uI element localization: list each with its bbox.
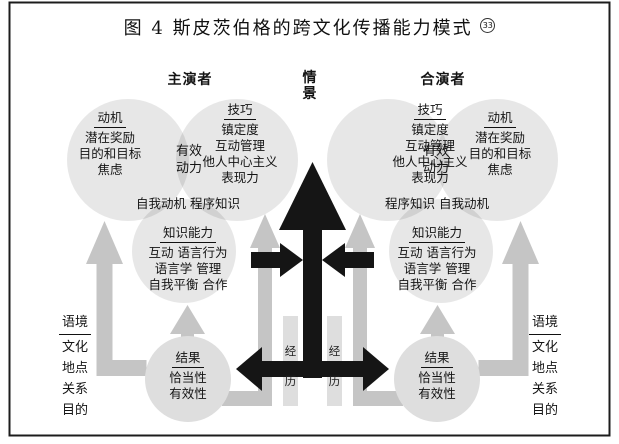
context-arrow-shaft-left: [96, 258, 113, 376]
inward-arrow-shaft-right: [345, 252, 374, 268]
knowledge-label-right: 知识能力 互动 语言行为 语言学 管理 自我平衡 合作: [375, 225, 499, 293]
outcome-circle-right: [394, 336, 480, 422]
skills-title-left: 技巧: [224, 102, 256, 120]
context-label-left: 语境 文化 地点 关系 目的: [46, 312, 104, 421]
venn-circle-skills-right: [327, 99, 449, 221]
feedback-arrowhead-right: [345, 214, 375, 248]
context-arrowhead-right: [502, 221, 539, 264]
feedback-arrow-elbow-right: [353, 391, 403, 406]
skills-label-left: 技巧 镇定度 互动管理 他人中心主义 表现力: [176, 102, 304, 186]
skills-items-right: 镇定度 互动管理 他人中心主义 表现力: [392, 122, 468, 185]
situation-label: 情 景: [302, 70, 317, 102]
context-arrowhead-left: [86, 221, 123, 264]
context-items-left: 文化 地点 关系 目的: [61, 340, 88, 418]
experience-label-left: 经 历: [284, 344, 297, 388]
effective-drive-label-right: 有效 动力: [422, 144, 449, 176]
motivation-label-left: 动机 潜在奖励 目的和目标 焦虑: [58, 110, 162, 178]
skills-title-right: 技巧: [414, 102, 446, 120]
outcome-up-arrowhead-right: [420, 305, 455, 334]
figure-title: 图 4 斯皮茨伯格的跨文化传播能力模式: [123, 18, 473, 39]
outcome-up-arrowhead-left: [170, 305, 205, 334]
outcome-title-left: 结果: [172, 350, 204, 368]
feedback-arrow-elbow-left: [222, 391, 272, 406]
skills-items-left: 镇定度 互动管理 他人中心主义 表现力: [202, 122, 278, 185]
knowledge-title-left: 知识能力: [159, 225, 216, 243]
outcome-items-left: 恰当性 有效性: [169, 370, 207, 401]
co-actor-header: 合演者: [420, 72, 466, 88]
venn-circle-knowledge-right: [389, 199, 493, 303]
figure-title-row: 图 4 斯皮茨伯格的跨文化传播能力模式 33: [0, 14, 619, 40]
motivation-label-right: 动机 潜在奖励 目的和目标 焦虑: [448, 110, 552, 178]
knowledge-label-left: 知识能力 互动 语言行为 语言学 管理 自我平衡 合作: [126, 225, 250, 293]
knowledge-items-left: 互动 语言行为 语言学 管理 自我平衡 合作: [148, 245, 228, 292]
overlap-label-main: 自我动机 程序知识: [136, 196, 240, 211]
venn-circle-knowledge-left: [132, 199, 236, 303]
feedback-arrowhead-left: [250, 214, 280, 248]
outcome-label-left: 结果 恰当性 有效性: [140, 350, 236, 402]
outcome-title-right: 结果: [421, 350, 453, 368]
context-items-right: 文化 地点 关系 目的: [531, 340, 558, 418]
knowledge-title-right: 知识能力: [408, 225, 465, 243]
context-title-right: 语境: [528, 312, 561, 335]
outcome-items-right: 恰当性 有效性: [418, 370, 456, 401]
motivation-items-right: 潜在奖励 目的和目标 焦虑: [468, 130, 532, 177]
motivation-items-left: 潜在奖励 目的和目标 焦虑: [78, 130, 142, 177]
venn-circle-motivation-right: [436, 99, 558, 221]
footnote-marker: 33: [480, 18, 496, 33]
outcome-label-right: 结果 恰当性 有效性: [389, 350, 485, 402]
venn-circle-motivation-left: [67, 99, 189, 221]
figure-border: [8, 1, 611, 437]
effective-drive-label-left: 有效 动力: [175, 144, 202, 176]
outcome-circle-left: [145, 336, 231, 422]
experience-label-right: 经 历: [328, 344, 341, 388]
context-arrow-shaft-right: [512, 258, 529, 376]
context-label-right: 语境 文化 地点 关系 目的: [516, 312, 574, 421]
situation-arrow-shaft: [303, 227, 322, 378]
overlap-label-co: 程序知识 自我动机: [385, 196, 489, 211]
knowledge-items-right: 互动 语言行为 语言学 管理 自我平衡 合作: [397, 245, 477, 292]
motivation-title-left: 动机: [94, 110, 126, 128]
outcome-arrowhead-left: [236, 347, 262, 391]
venn-circle-skills-left: [176, 99, 298, 221]
context-title-left: 语境: [58, 312, 91, 335]
context-arrow-elbow-right: [478, 360, 529, 376]
main-actor-header: 主演者: [167, 72, 213, 88]
outcome-arrowhead-right: [363, 347, 389, 391]
motivation-title-right: 动机: [484, 110, 516, 128]
outcome-arrow-bar: [262, 361, 363, 377]
inward-arrow-shaft-left: [251, 252, 280, 268]
situation-arrowhead: [279, 162, 346, 230]
inward-arrowhead-left: [280, 243, 303, 277]
context-arrow-elbow-left: [96, 360, 147, 376]
inward-arrowhead-right: [322, 243, 345, 277]
skills-label-right: 技巧 镇定度 互动管理 他人中心主义 表现力: [366, 102, 494, 186]
